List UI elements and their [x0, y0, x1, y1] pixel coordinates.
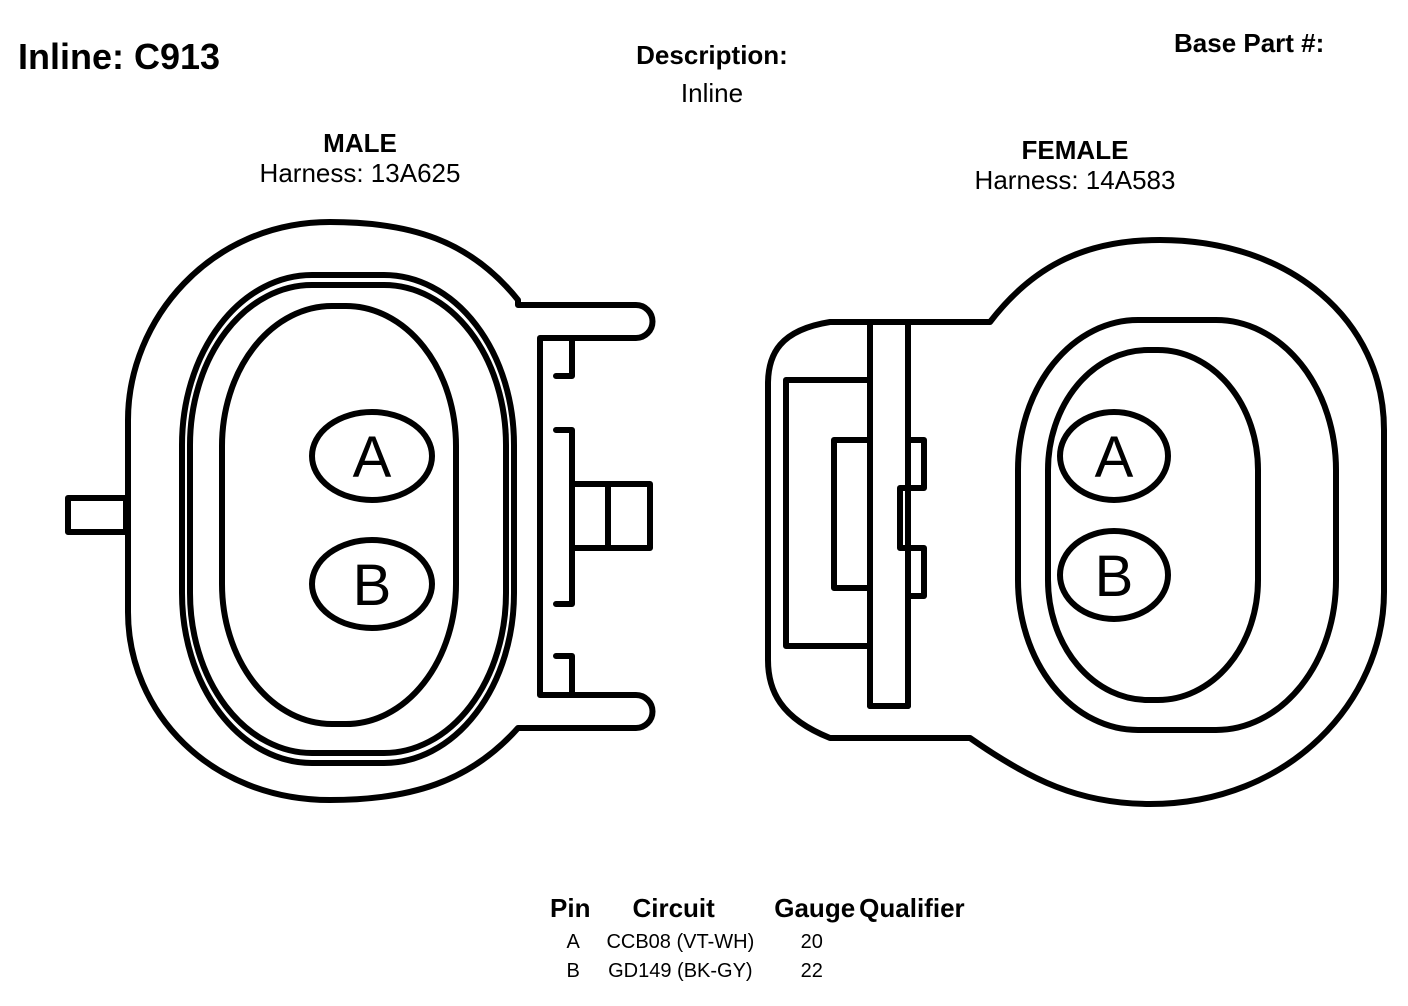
gauge-header: Gauge	[774, 893, 856, 923]
female-connector	[765, 237, 1387, 807]
page-title: Inline: C913	[18, 36, 221, 77]
description-label: Description:	[636, 40, 788, 70]
male-inner-ring-1	[179, 272, 517, 766]
male-inner-ring-2	[187, 282, 509, 756]
pin-cell: A	[566, 931, 580, 953]
qualifier-header: Qualifier	[859, 893, 965, 923]
female-outer-shell	[765, 237, 1387, 807]
description-value: Inline	[680, 78, 744, 108]
circuit-cell: GD149 (BK-GY)	[608, 960, 753, 982]
female-latch-housing	[783, 377, 873, 649]
male-harness: Harness: 13A625	[259, 158, 461, 188]
pin-table-header: Pin Circuit Gauge Qualifier	[540, 893, 971, 928]
female-pin-b-circle	[1057, 528, 1171, 622]
circuit-header: Circuit	[632, 893, 715, 923]
female-pin-a-circle	[1057, 409, 1171, 503]
table-row: B GD149 (BK-GY) 22	[540, 957, 971, 986]
base-part-label: Base Part #:	[1174, 28, 1325, 58]
male-title: MALE	[323, 128, 397, 158]
male-pin-a-label: A	[353, 425, 392, 490]
male-pin-b-circle	[309, 537, 435, 631]
pin-header: Pin	[550, 893, 591, 923]
female-harness: Harness: 14A583	[974, 165, 1176, 195]
male-left-tab	[65, 495, 129, 535]
gauge-cell: 20	[800, 931, 823, 953]
male-pin-a-circle	[309, 409, 435, 503]
male-connector	[65, 219, 656, 803]
male-outer-shell	[125, 219, 656, 803]
qualifier-cell	[859, 928, 970, 957]
circuit-cell: CCB08 (VT-WH)	[606, 931, 755, 953]
female-inner-ring-1	[1015, 317, 1339, 733]
female-pin-cavity	[1045, 347, 1261, 703]
pin-cell: B	[566, 960, 580, 982]
male-pin-b-label: B	[353, 553, 392, 618]
qualifier-cell	[859, 957, 970, 986]
female-pin-b-label: B	[1095, 544, 1134, 609]
female-pin-a-label: A	[1095, 425, 1134, 490]
female-lock-tab	[831, 437, 927, 599]
pin-table: Pin Circuit Gauge Qualifier A CCB08 (VT-…	[540, 893, 971, 986]
female-title: FEMALE	[1021, 135, 1129, 165]
male-pin-cavity	[219, 303, 459, 727]
gauge-cell: 22	[800, 960, 823, 982]
table-row: A CCB08 (VT-WH) 20	[540, 928, 971, 957]
